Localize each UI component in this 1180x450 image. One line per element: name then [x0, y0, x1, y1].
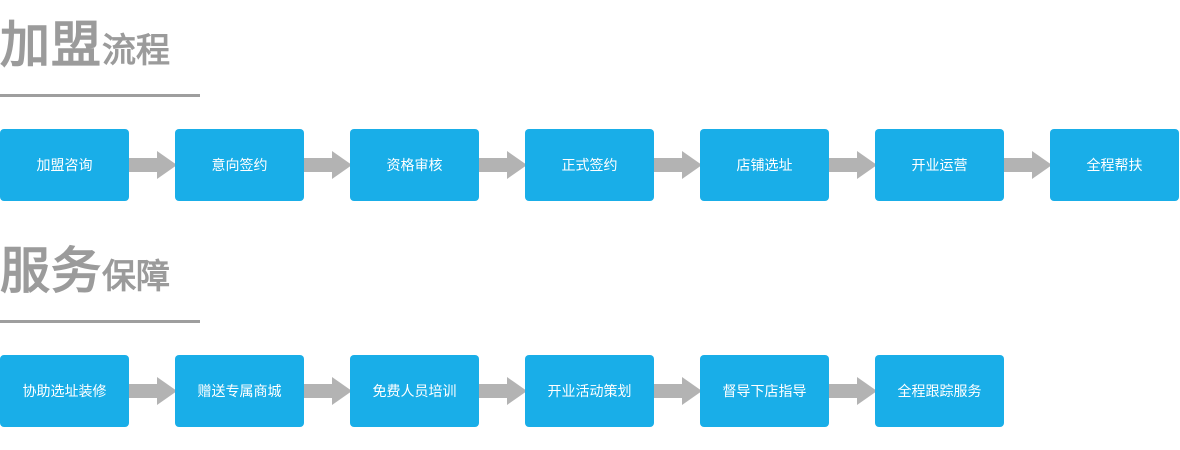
flow-step[interactable]: 赠送专属商城 — [175, 355, 304, 427]
arrow-right-icon — [829, 151, 877, 179]
flow-step[interactable]: 协助选址装修 — [0, 355, 129, 427]
flow-step[interactable]: 正式签约 — [525, 129, 654, 201]
arrow-right-icon — [654, 151, 702, 179]
arrow-right-icon — [479, 151, 527, 179]
flow-step[interactable]: 店铺选址 — [700, 129, 829, 201]
flow-step[interactable]: 开业活动策划 — [525, 355, 654, 427]
arrow-right-icon — [1004, 151, 1052, 179]
flow-step[interactable]: 全程跟踪服务 — [875, 355, 1004, 427]
section-title-service-guarantee: 服务保障 — [0, 246, 170, 296]
arrow-right-icon — [829, 377, 877, 405]
flow-step[interactable]: 免费人员培训 — [350, 355, 479, 427]
section-title-sub: 保障 — [102, 257, 170, 297]
arrow-right-icon — [479, 377, 527, 405]
flow-step[interactable]: 资格审核 — [350, 129, 479, 201]
arrow-right-icon — [304, 151, 352, 179]
flow-step[interactable]: 开业运营 — [875, 129, 1004, 201]
flow-step[interactable]: 全程帮扶 — [1050, 129, 1179, 201]
flow-step[interactable]: 意向签约 — [175, 129, 304, 201]
section-title-franchise-process: 加盟流程 — [0, 20, 170, 70]
flow-step[interactable]: 加盟咨询 — [0, 129, 129, 201]
arrow-right-icon — [654, 377, 702, 405]
arrow-right-icon — [304, 377, 352, 405]
section-title-sub: 流程 — [102, 31, 170, 71]
section-title-underline — [0, 320, 200, 323]
flow-step[interactable]: 督导下店指导 — [700, 355, 829, 427]
section-title-underline — [0, 94, 200, 97]
section-title-main: 服务 — [0, 242, 102, 300]
section-title-main: 加盟 — [0, 16, 102, 74]
arrow-right-icon — [129, 377, 177, 405]
arrow-right-icon — [129, 151, 177, 179]
